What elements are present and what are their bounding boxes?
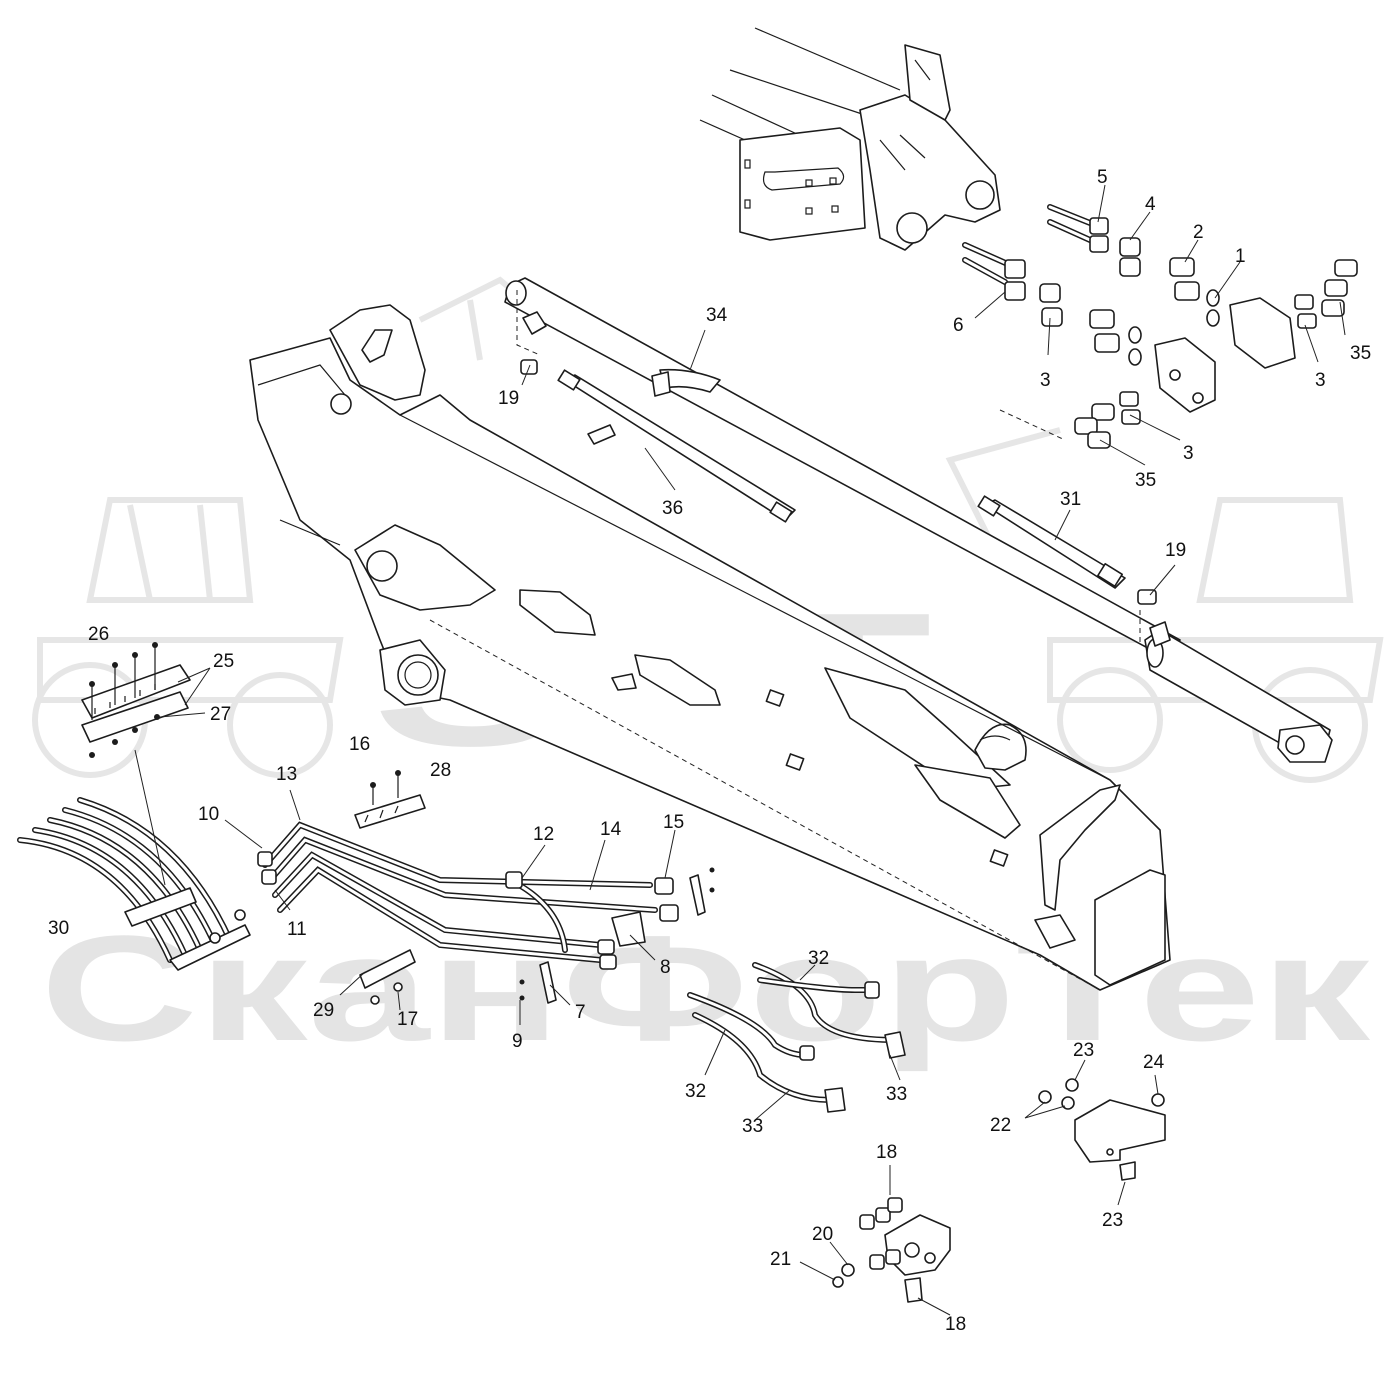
callout-26: 26 (88, 624, 109, 645)
rigid-tube-36 (557, 369, 796, 523)
steel-tube-harness (257, 821, 715, 1004)
callout-24: 24 (1143, 1052, 1165, 1073)
callout-19: 19 (1165, 540, 1186, 561)
callout-25: 25 (213, 651, 234, 672)
callout-13: 13 (276, 764, 297, 785)
callout-labels: 1 2 3 3 3 4 5 6 7 8 9 10 11 12 13 14 15 … (48, 167, 1371, 1335)
hose-bundle-30 (17, 749, 251, 971)
callout-17: 17 (397, 1009, 418, 1030)
callout-33: 33 (742, 1116, 763, 1137)
rigid-tube-31 (977, 495, 1126, 589)
chassis-mount-frame (699, 27, 1001, 251)
callout-21: 21 (770, 1249, 791, 1270)
valve-block-18-21 (832, 1197, 951, 1303)
callout-11: 11 (287, 919, 307, 940)
callout-12: 12 (533, 824, 554, 845)
callout-9: 9 (512, 1031, 523, 1052)
callout-34: 34 (706, 305, 728, 326)
boom-arm (249, 304, 1171, 991)
callout-1: 1 (1235, 246, 1246, 267)
callout-27: 27 (210, 704, 231, 725)
nut-27-set (89, 714, 160, 758)
callout-23: 23 (1073, 1040, 1094, 1061)
callout-32: 32 (685, 1081, 706, 1102)
screw-26-set (89, 642, 158, 720)
callout-29: 29 (313, 1000, 334, 1021)
callout-23: 23 (1102, 1210, 1123, 1231)
hose-fitting-group-top (520, 204, 1358, 605)
callout-32: 32 (808, 948, 829, 969)
callout-15: 15 (663, 812, 684, 833)
clamp-28 (354, 770, 426, 829)
callout-2: 2 (1193, 222, 1204, 243)
callout-28: 28 (430, 760, 451, 781)
callout-19: 19 (498, 388, 519, 409)
leader-lines (159, 184, 1346, 1316)
plate-29 (359, 949, 416, 1005)
callout-22: 22 (990, 1115, 1011, 1136)
watermark-tractor-left-icon (32, 497, 344, 778)
callout-7: 7 (575, 1002, 586, 1023)
callout-20: 20 (812, 1224, 833, 1245)
callout-6: 6 (953, 315, 964, 336)
callout-3: 3 (1315, 370, 1326, 391)
callout-4: 4 (1145, 194, 1156, 215)
callout-3: 3 (1040, 370, 1051, 391)
callout-18: 18 (945, 1314, 966, 1335)
callout-10: 10 (198, 804, 219, 825)
reference-lines (429, 290, 1141, 991)
callout-18: 18 (876, 1142, 897, 1163)
callout-33: 33 (886, 1084, 907, 1105)
callout-3: 3 (1183, 443, 1194, 464)
valve-block-22-24 (1038, 1078, 1166, 1181)
callout-36: 36 (662, 498, 683, 519)
callout-35: 35 (1135, 470, 1156, 491)
callout-35: 35 (1350, 343, 1371, 364)
callout-31: 31 (1060, 489, 1081, 510)
callout-30: 30 (48, 918, 69, 939)
callout-14: 14 (600, 819, 622, 840)
callout-8: 8 (660, 957, 671, 978)
clamp-block-assembly (81, 642, 191, 758)
hose-32-33-set (687, 962, 906, 1113)
callout-16: 16 (349, 734, 370, 755)
callout-5: 5 (1097, 167, 1108, 188)
upper-hydraulic-cylinder (504, 277, 1333, 763)
